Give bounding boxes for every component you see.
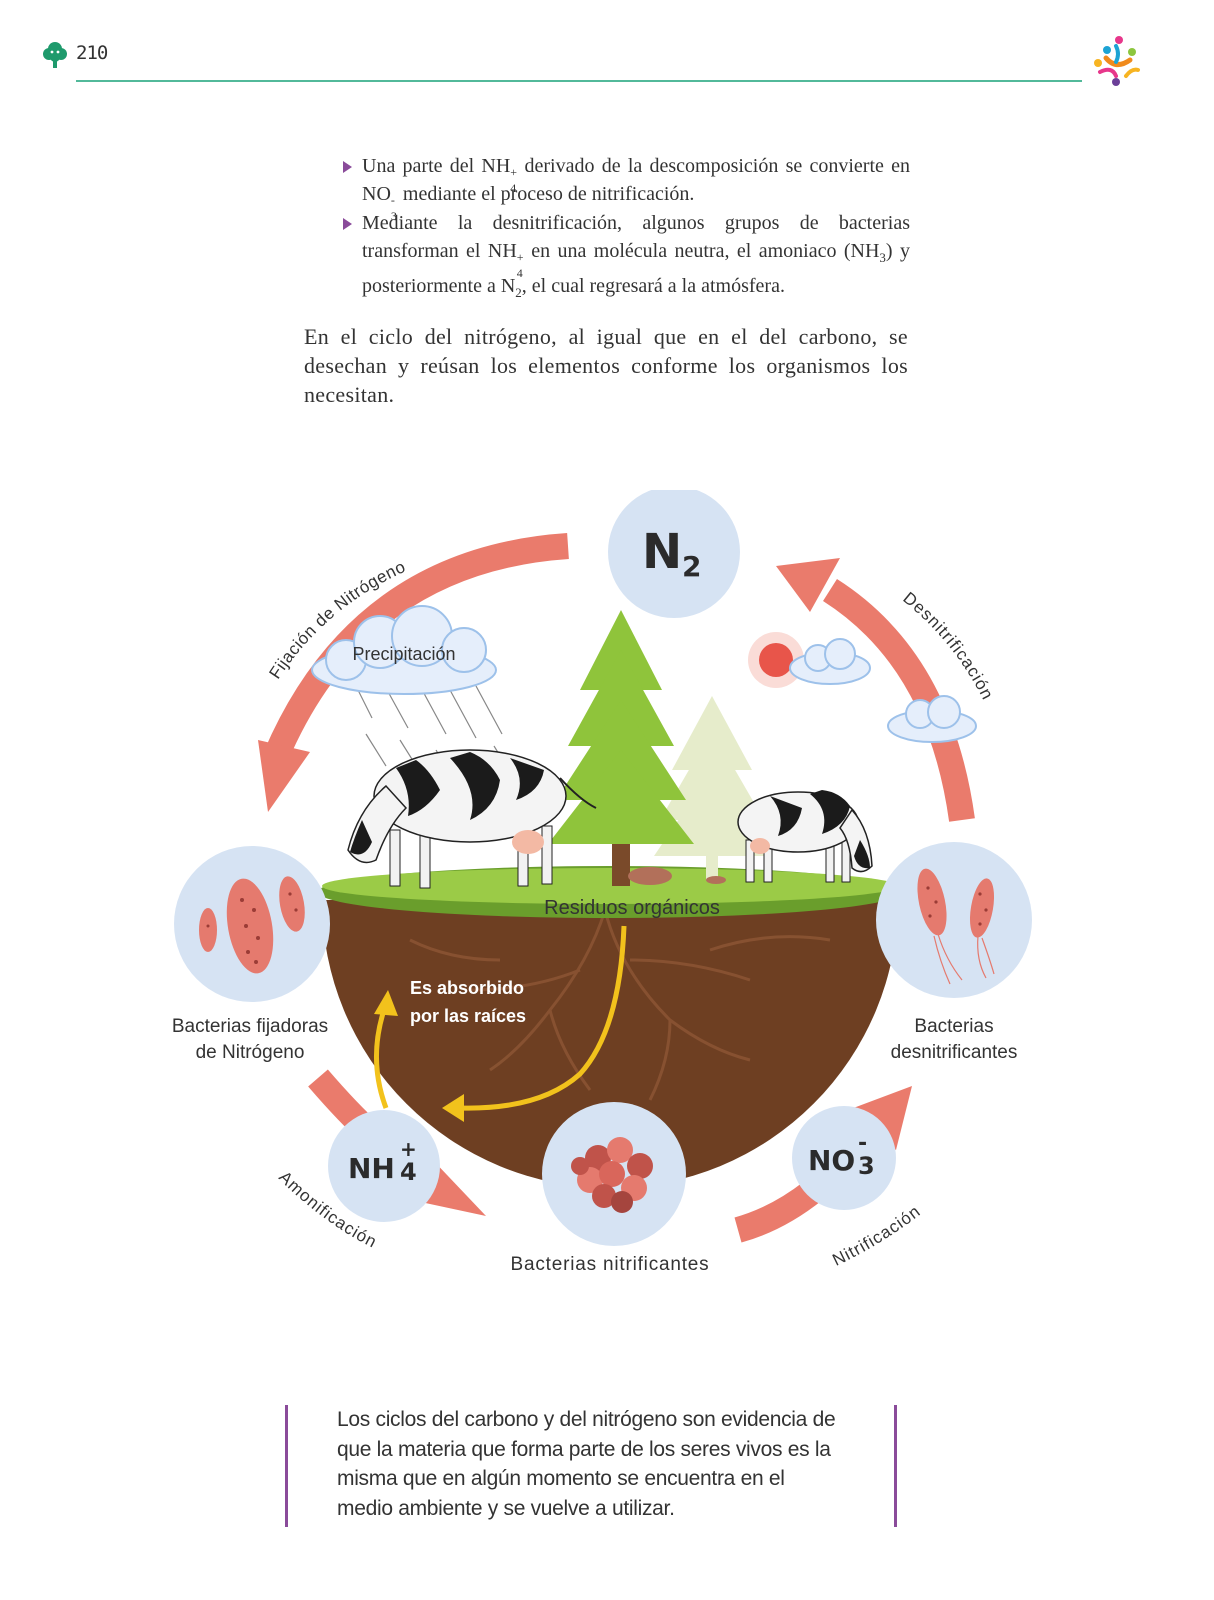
nh4-subscript: 4	[400, 1158, 417, 1186]
subscript: 3	[879, 250, 886, 265]
nitrificacion-label: Nitrificación	[829, 1201, 924, 1269]
nitrogen-cycle-diagram: Precipitación Fijación de Nitrógeno Desn…	[150, 490, 1070, 1320]
bullet-text: en una molécula neutra, el amoniaco (NH	[523, 240, 880, 262]
bullet-text: Una parte del NH	[362, 155, 511, 177]
bullet-text: derivado de la descomposición se convier…	[362, 155, 910, 205]
n2-subscript: 2	[682, 550, 701, 583]
subscript: 3	[390, 209, 397, 223]
no3-node: NO - 3	[792, 1106, 896, 1210]
sun-icon	[748, 632, 804, 688]
no3-superscript: -	[858, 1131, 867, 1156]
absorbido-label-line2: por las raíces	[410, 1006, 526, 1026]
callout-text: Los ciclos del carbono y del nitrógeno s…	[337, 1408, 836, 1520]
nh4-superscript: +	[400, 1137, 417, 1161]
arrow-heads	[258, 558, 912, 1216]
n2-symbol: N	[642, 524, 682, 580]
superscript: +	[516, 250, 524, 264]
organic-waste-icon	[706, 876, 726, 884]
subscript: 2	[515, 285, 522, 300]
absorbido-label-line1: Es absorbido	[410, 978, 524, 998]
cow-icon	[737, 790, 873, 883]
nitrificantes-label: Bacterias nitrificantes	[511, 1254, 710, 1275]
fixing-bacteria-node	[174, 846, 330, 1002]
summary-callout: Los ciclos del carbono y del nitrógeno s…	[285, 1405, 897, 1527]
desnitrificantes-label-line2: desnitrificantes	[891, 1042, 1018, 1063]
fijadoras-label-line1: Bacterias fijadoras	[172, 1016, 328, 1037]
colorful-people-logo	[1094, 36, 1140, 86]
bullet-list: Una parte del NH+4 derivado de la descom…	[340, 152, 910, 307]
no3-symbol: NO	[808, 1144, 855, 1177]
nitrifying-bacteria-node	[542, 1102, 686, 1246]
denitrifying-bacteria-node	[876, 842, 1032, 998]
nh4-symbol: NH	[348, 1152, 395, 1185]
desnitrificacion-arrow	[822, 579, 975, 822]
arrowhead-icon	[258, 740, 310, 812]
page-number: 210	[76, 42, 108, 64]
pine-tree-icon	[548, 610, 694, 886]
superscript: -	[390, 193, 395, 207]
bullet-triangle-icon	[343, 161, 352, 173]
bacteria-cluster-icon	[571, 1137, 653, 1213]
subscript: 4	[510, 181, 517, 195]
tree-icon	[43, 42, 67, 68]
desnitrificantes-label-line1: Bacterias	[914, 1016, 993, 1037]
callout-left-bar	[285, 1405, 288, 1527]
cloud-icon	[789, 638, 977, 743]
header-rule	[76, 80, 1082, 82]
precipitacion-label: Precipitación	[352, 644, 455, 664]
subscript: 4	[516, 266, 523, 280]
arrowhead-icon	[776, 558, 840, 612]
bullet-item: Una parte del NH+4 derivado de la descom…	[340, 152, 910, 223]
bullet-item: Mediante la desnitrificación, algunos gr…	[340, 209, 910, 307]
callout-right-bar	[894, 1405, 897, 1527]
residuos-label: Residuos orgánicos	[544, 897, 720, 919]
n2-node: N 2	[608, 490, 740, 618]
precipitation-cloud-icon: Precipitación	[311, 605, 511, 781]
bullet-text: ) y posteriormente a N	[362, 240, 910, 297]
fijadoras-label-line2: de Nitrógeno	[196, 1042, 305, 1063]
nh4-node: NH + 4	[328, 1110, 440, 1222]
superscript: +	[510, 165, 518, 179]
bullet-text: mediante el proceso de nitrificación.	[397, 183, 695, 205]
absorption-arrow	[373, 990, 398, 1109]
cow-icon	[347, 749, 597, 889]
arrowhead-icon	[848, 1086, 912, 1150]
residues-flow-arrow	[442, 925, 627, 1122]
bullet-triangle-icon	[343, 218, 352, 230]
body-paragraph: En el ciclo del nitrógeno, al igual que …	[304, 324, 908, 407]
bullet-text: , el cual regresará a la atmósfera.	[521, 275, 785, 297]
bullet-text: Mediante la desnitrificación, algunos gr…	[362, 212, 910, 262]
roots	[409, 909, 831, 1101]
organic-waste-icon	[628, 867, 672, 885]
fijacion-arrow	[264, 533, 569, 762]
no3-subscript: 3	[858, 1152, 875, 1180]
